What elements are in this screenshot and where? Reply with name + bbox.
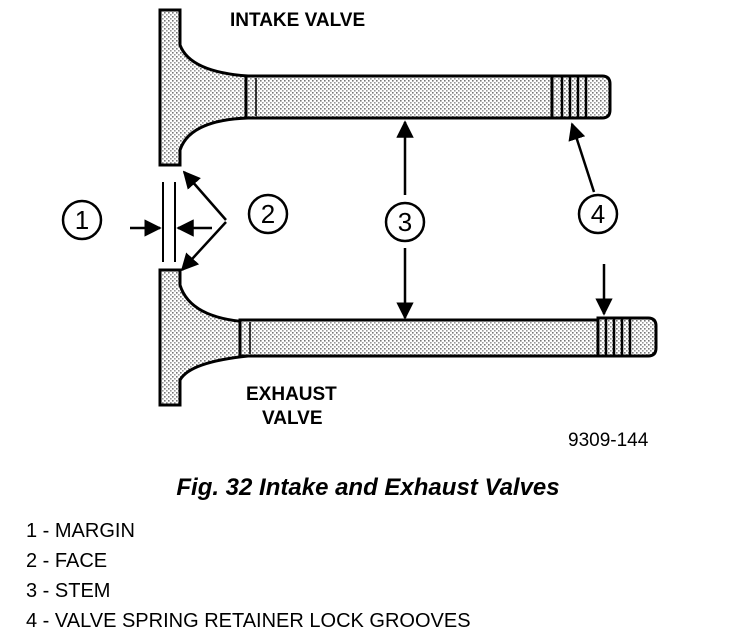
exhaust-valve-label-line2: VALVE: [262, 408, 323, 429]
legend-list: 1 - MARGIN 2 - FACE 3 - STEM 4 - VALVE S…: [26, 516, 471, 636]
legend-item-margin: 1 - MARGIN: [26, 520, 135, 542]
callout-3: 3: [384, 201, 426, 243]
svg-text:3: 3: [398, 207, 412, 237]
face-leaders: [180, 170, 227, 272]
exhaust-valve: [158, 268, 658, 407]
legend-item-stem: 3 - STEM: [26, 580, 111, 602]
valve-diagram: 1 2 3 4 INTAKE VALVE EXHAUST VALVE 9309-…: [61, 8, 658, 451]
figure-code: 9309-144: [568, 430, 649, 451]
margin-indicator: [130, 182, 212, 262]
svg-text:2: 2: [261, 199, 275, 229]
legend-item-lock-grooves: 4 - VALVE SPRING RETAINER LOCK GROOVES: [26, 610, 471, 632]
svg-text:4: 4: [591, 199, 605, 229]
svg-text:1: 1: [75, 205, 89, 235]
callout-1: 1: [61, 199, 103, 241]
callout-2: 2: [247, 193, 289, 235]
exhaust-valve-label-line1: EXHAUST: [246, 384, 337, 405]
intake-valve: [158, 8, 612, 167]
intake-valve-label: INTAKE VALVE: [230, 10, 365, 31]
figure-caption: Fig. 32 Intake and Exhaust Valves: [176, 474, 560, 501]
legend-item-face: 2 - FACE: [26, 550, 108, 572]
callout-4: 4: [577, 193, 619, 235]
groove-leaders: [568, 122, 613, 316]
